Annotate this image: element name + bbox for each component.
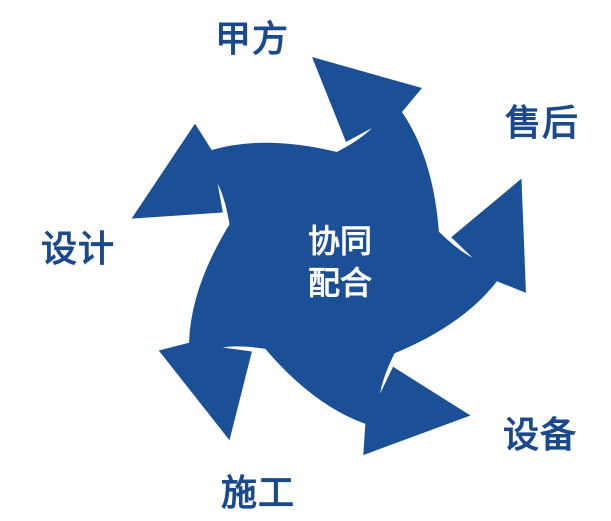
- center-line-1: 协同: [307, 222, 373, 260]
- label-client: 甲方: [214, 19, 290, 60]
- arrow-client-icon: [290, 57, 440, 255]
- arrow-design-icon: [131, 123, 360, 276]
- label-equipment: 设备: [502, 415, 578, 456]
- center-line-2: 配合: [307, 264, 373, 302]
- label-after-sales: 售后: [504, 103, 580, 144]
- arrow-construction-icon: [158, 204, 315, 441]
- center-label: 协同 配合: [308, 220, 372, 304]
- label-construction: 施工: [220, 473, 296, 514]
- label-design: 设计: [40, 229, 116, 270]
